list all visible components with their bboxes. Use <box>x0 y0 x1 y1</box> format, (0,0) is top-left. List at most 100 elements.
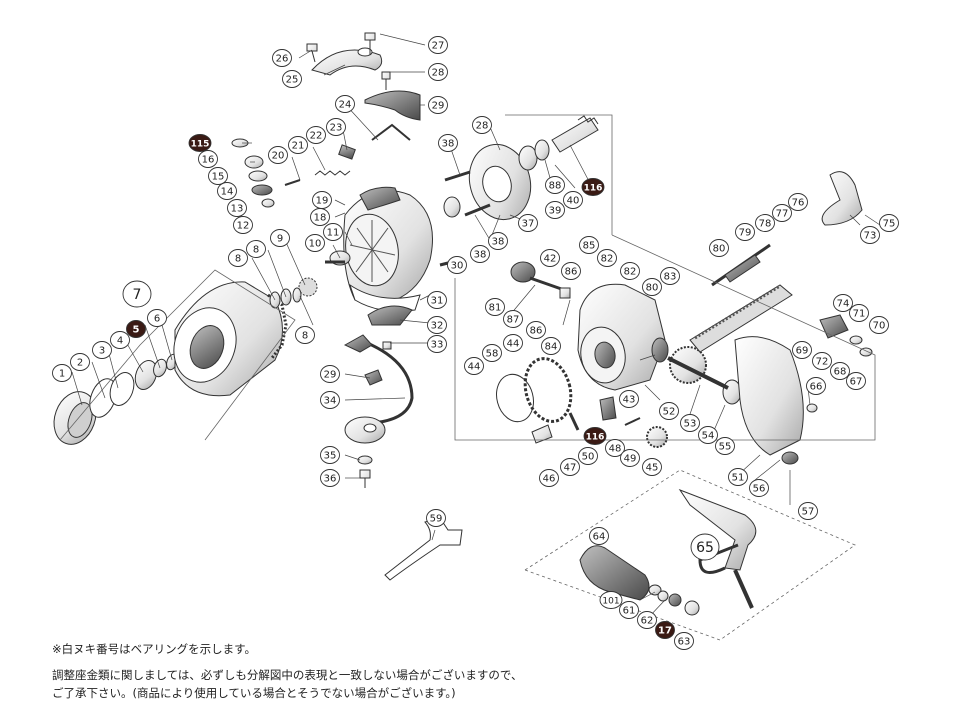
callout-circle <box>619 601 639 619</box>
bail-wire-part <box>359 338 414 425</box>
callout-label: 53 <box>684 419 697 430</box>
knob-bearing <box>668 593 682 607</box>
callout-label: 26 <box>276 54 289 65</box>
callout-circle <box>728 468 748 486</box>
callout-label: 58 <box>486 349 499 360</box>
callout-5: 5 <box>126 320 146 338</box>
stopper-part <box>338 144 356 160</box>
callout-label: 5 <box>133 325 140 336</box>
callout-label: 22 <box>310 131 323 142</box>
callout-circle <box>581 178 605 196</box>
callout-label: 81 <box>489 303 502 314</box>
callout-53: 53 <box>680 414 700 432</box>
housing-bore <box>482 165 512 203</box>
callout-circle <box>428 36 448 54</box>
callout-circle <box>561 262 581 280</box>
callout-label: 35 <box>324 451 337 462</box>
callout-circle <box>503 334 523 352</box>
callout-label: 25 <box>286 75 299 86</box>
callout-circle <box>272 49 292 67</box>
callout-label: 33 <box>431 340 444 351</box>
callout-101: 101 <box>599 591 623 609</box>
callout-circle <box>188 134 212 152</box>
callout-84: 84 <box>541 337 561 355</box>
callout-circle <box>540 249 560 267</box>
callout-44: 44 <box>464 357 484 375</box>
callout-6: 6 <box>147 309 167 327</box>
callout-78: 78 <box>755 214 775 232</box>
callout-label: 2 <box>77 358 83 369</box>
callout-45: 45 <box>642 458 662 476</box>
line-roller-arm <box>367 305 413 326</box>
callout-86: 86 <box>526 321 546 339</box>
callout-8: 8 <box>228 249 248 267</box>
screw-part <box>364 369 383 386</box>
callout-circle <box>539 469 559 487</box>
callout-circle <box>578 447 598 465</box>
washer-part <box>443 196 461 218</box>
callout-label: 87 <box>507 315 520 326</box>
washer-part <box>859 347 873 357</box>
callout-label: 47 <box>564 463 577 474</box>
callout-circle <box>579 236 599 254</box>
bail-arm-part <box>343 334 373 353</box>
callout-64: 64 <box>589 527 609 545</box>
callout-label: 88 <box>549 181 562 192</box>
callout-circle <box>320 365 340 383</box>
callout-label: 52 <box>663 407 676 418</box>
callout-70: 70 <box>869 316 889 334</box>
callout-40: 40 <box>563 191 583 209</box>
callout-label: 10 <box>309 239 322 250</box>
notes-block: ※白ヌキ番号はベアリングを示します。 調整座金類に関しましては、必ずしも分解図中… <box>52 640 522 702</box>
callout-17: 17 <box>655 621 675 639</box>
rotor-spokes <box>349 220 396 282</box>
callout-circle <box>270 229 290 247</box>
callout-7: 7 <box>122 280 152 308</box>
callout-circle <box>268 146 288 164</box>
washer-part <box>806 403 818 413</box>
pin-part <box>284 179 301 186</box>
cap-part <box>781 451 799 465</box>
callout-28: 28 <box>428 63 448 81</box>
callout-label: 1 <box>59 369 65 380</box>
callout-label: 69 <box>796 346 809 357</box>
callout-circle <box>526 321 546 339</box>
callout-26: 26 <box>272 49 292 67</box>
callout-54: 54 <box>698 426 718 444</box>
callout-2: 2 <box>70 353 90 371</box>
callout-67: 67 <box>846 372 866 390</box>
callout-circle <box>288 136 308 154</box>
callout-24: 24 <box>335 95 355 113</box>
callout-label: 28 <box>432 68 445 79</box>
callout-label: 83 <box>664 272 677 283</box>
rotor-arm-top <box>359 186 401 211</box>
callout-28: 28 <box>472 116 492 134</box>
callout-label: 59 <box>430 514 443 525</box>
pinion-gear-part <box>551 117 599 153</box>
frame-teeth <box>694 284 781 340</box>
callout-circle <box>147 309 167 327</box>
callout-circle <box>122 280 152 308</box>
callout-8: 8 <box>246 240 266 258</box>
callout-47: 47 <box>560 458 580 476</box>
callout-69: 69 <box>792 341 812 359</box>
callout-37: 37 <box>518 214 538 232</box>
callout-circle <box>305 234 325 252</box>
handle-shaft <box>733 569 754 609</box>
callout-label: 21 <box>292 141 305 152</box>
callout-116: 116 <box>583 427 607 445</box>
callout-76: 76 <box>788 193 808 211</box>
pin-part <box>531 424 553 444</box>
callout-38: 38 <box>438 134 458 152</box>
callout-label: 82 <box>624 267 637 278</box>
knob-part <box>510 261 536 283</box>
callout-39: 39 <box>545 201 565 219</box>
callout-label: 64 <box>593 532 606 543</box>
callout-circle <box>833 294 853 312</box>
callout-82: 82 <box>620 262 640 280</box>
callout-label: 13 <box>231 204 244 215</box>
callout-circle <box>464 357 484 375</box>
screw-part <box>364 32 376 55</box>
callout-label: 27 <box>432 41 445 52</box>
